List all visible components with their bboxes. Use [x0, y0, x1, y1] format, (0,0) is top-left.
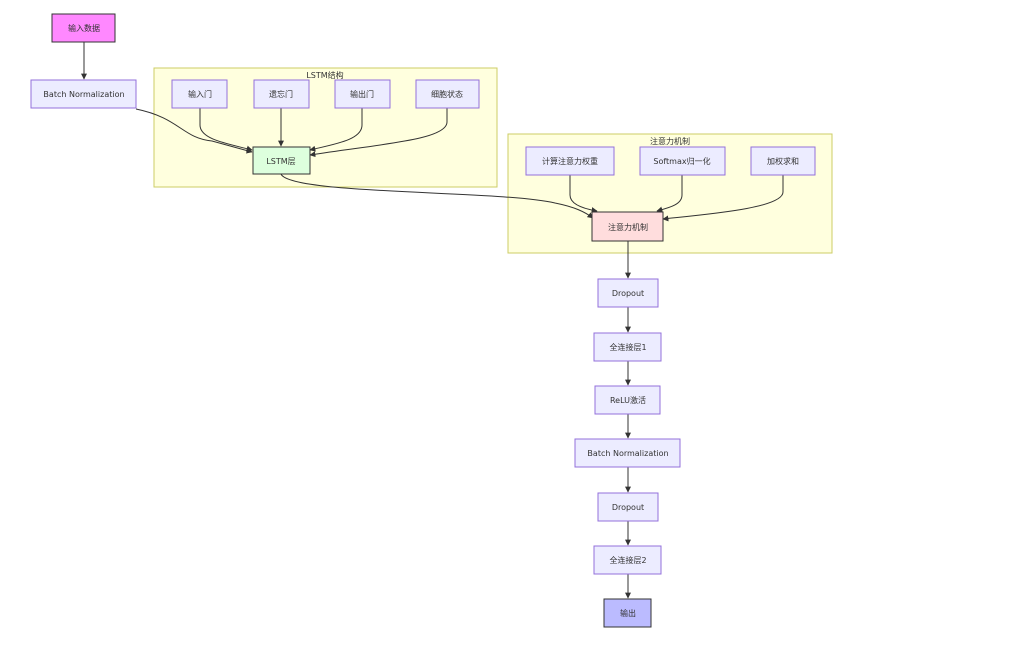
edge-calcweights-attention: [569, 175, 598, 214]
node-fc2-label: 全连接层2: [609, 555, 646, 565]
node-input: 输入数据: [51, 13, 116, 43]
node-cell-state-label: 细胞状态: [431, 89, 463, 99]
edge-weightedsum-attention: [662, 175, 784, 222]
node-attention: 注意力机制: [591, 211, 664, 242]
node-calc-weights: 计算注意力权重: [525, 146, 615, 176]
node-input-label: 输入数据: [68, 23, 100, 33]
node-lstm-layer-label: LSTM层: [266, 157, 295, 166]
cluster-lstm-title: LSTM结构: [306, 70, 343, 80]
node-relu: ReLU激活: [594, 385, 661, 415]
node-forget-gate-label: 遗忘门: [269, 89, 293, 99]
node-bn2: Batch Normalization: [574, 438, 681, 468]
edge-softmax-attention: [656, 175, 683, 213]
node-forget-gate: 遗忘门: [253, 79, 310, 109]
node-lstm-layer: LSTM层: [252, 146, 311, 175]
node-output-label: 输出: [620, 608, 636, 618]
node-dropout1-label: Dropout: [612, 289, 644, 298]
node-softmax: Softmax归一化: [639, 146, 726, 176]
node-fc1: 全连接层1: [593, 332, 662, 362]
node-output-gate: 输出门: [334, 79, 391, 109]
node-bn1: Batch Normalization: [30, 79, 137, 109]
node-input-gate-label: 输入门: [188, 89, 212, 99]
edge-cellstate-lstm: [309, 108, 448, 158]
node-output-gate-label: 输出门: [350, 89, 374, 99]
node-dropout1: Dropout: [597, 278, 659, 308]
node-bn1-label: Batch Normalization: [43, 90, 124, 99]
edges: [81, 42, 784, 599]
edge-inputgate-lstm: [199, 108, 253, 152]
node-relu-label: ReLU激活: [610, 395, 646, 405]
cluster-attention-title: 注意力机制: [650, 136, 690, 146]
node-output: 输出: [603, 598, 652, 628]
edge-bn1-lstm: [135, 108, 253, 154]
node-bn2-label: Batch Normalization: [587, 449, 668, 458]
node-fc2: 全连接层2: [593, 545, 662, 575]
node-softmax-label: Softmax归一化: [653, 156, 710, 166]
node-fc1-label: 全连接层1: [609, 342, 646, 352]
node-dropout2: Dropout: [597, 492, 659, 522]
node-attention-label: 注意力机制: [608, 222, 648, 232]
edge-lstm-attention: [280, 173, 594, 219]
node-weighted-sum-label: 加权求和: [767, 156, 799, 166]
edge-outputgate-lstm: [309, 108, 363, 152]
node-cell-state: 细胞状态: [415, 79, 480, 109]
node-calc-weights-label: 计算注意力权重: [542, 156, 598, 166]
node-weighted-sum: 加权求和: [750, 146, 816, 176]
node-dropout2-label: Dropout: [612, 503, 644, 512]
node-input-gate: 输入门: [171, 79, 228, 109]
